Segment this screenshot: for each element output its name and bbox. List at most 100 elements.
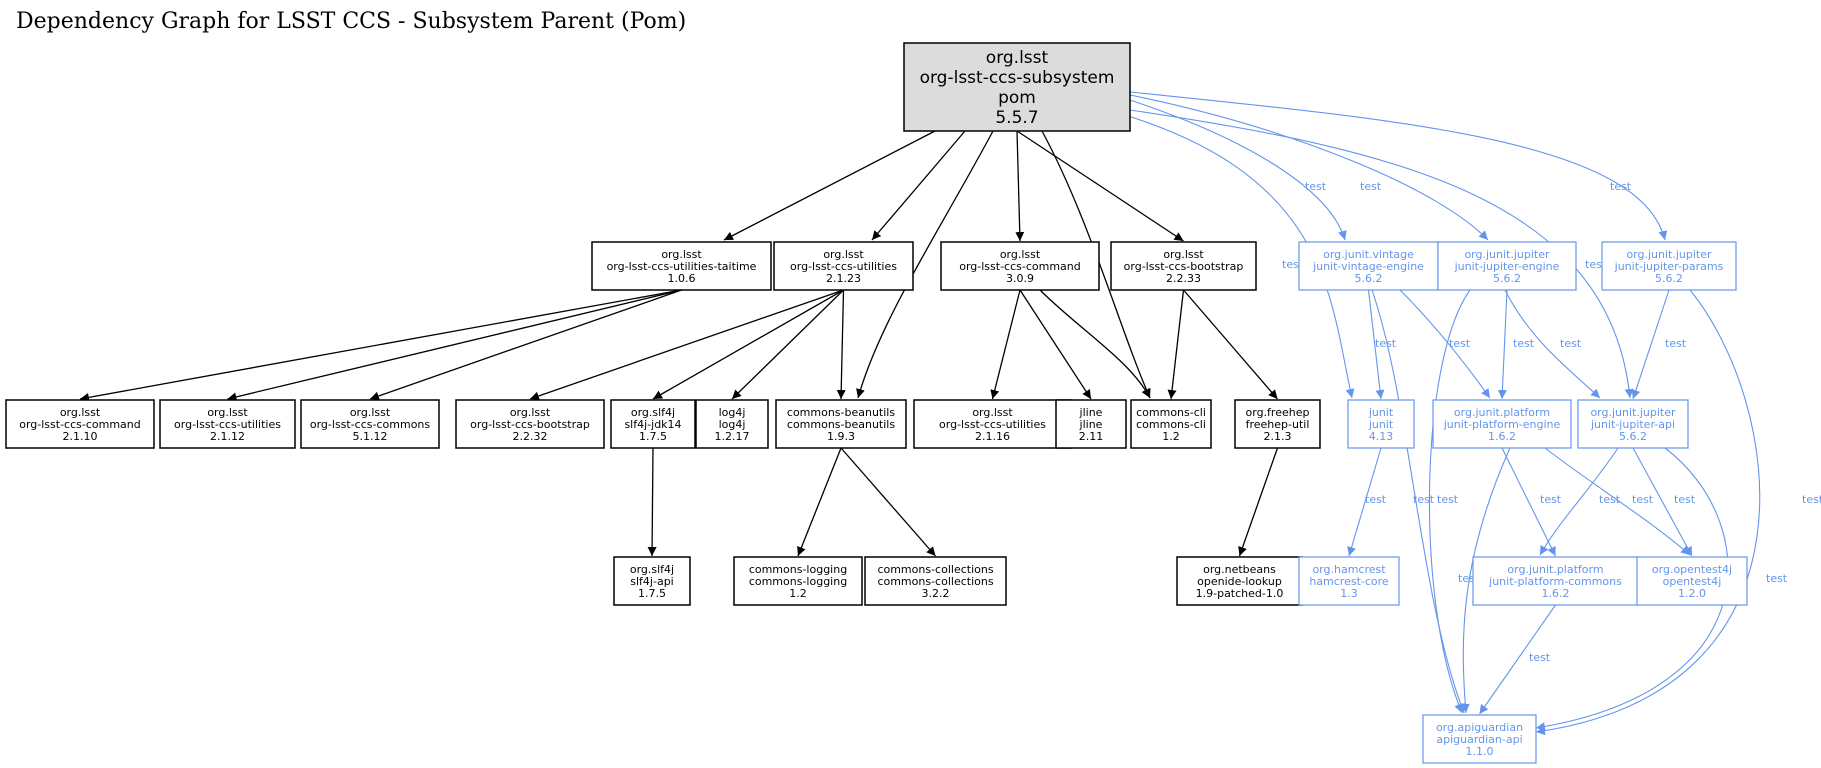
node-label-juparams-line-0: org.junit.jupiter <box>1626 248 1712 261</box>
edge-label-vintage-to-apiguardian: test <box>1413 493 1435 506</box>
node-label-beanutils-line-1: commons-beanutils <box>787 418 895 431</box>
node-label-hamcrest-line-1: hamcrest-core <box>1309 575 1389 588</box>
node-label-jupeng-line-1: junit-jupiter-engine <box>1454 260 1560 273</box>
edge-cmd309-to-jline <box>1019 289 1092 400</box>
edge-junit-to-hamcrest <box>1347 447 1382 557</box>
node-box-cmd309 <box>940 241 1100 291</box>
node-label-util2123-line-2: 2.1.23 <box>826 272 861 285</box>
node-label-cmd309-line-0: org.lsst <box>1000 248 1041 261</box>
edge-root-to-beanutils <box>856 130 994 399</box>
edge-beanutils-to-logging <box>797 447 842 557</box>
node-label-freehep-line-2: 2.1.3 <box>1264 430 1292 443</box>
node-box-util2112 <box>159 399 296 449</box>
node-label-cmd2110-line-0: org.lsst <box>60 406 101 419</box>
node-label-taitime-line-1: org-lsst-ccs-utilities-taitime <box>607 260 757 273</box>
node-label-root-line-2: pom <box>998 88 1036 108</box>
node-box-juparams <box>1601 241 1737 291</box>
edge-platcommons-to-apiguardian <box>1479 604 1556 715</box>
node-label-juparams-line-2: 5.6.2 <box>1655 272 1683 285</box>
edge-label-jupapi-to-apiguardian: test <box>1766 572 1788 585</box>
edge-boot2233-to-cli <box>1167 289 1185 400</box>
edge-label-root-to-vintage: test <box>1305 180 1327 193</box>
node-label-logging-line-2: 1.2 <box>789 587 807 600</box>
node-label-util2116-line-1: org-lsst-ccs-utilities <box>939 418 1046 431</box>
edge-platform-to-apiguardian <box>1460 447 1511 714</box>
edge-root-to-taitime <box>723 130 936 241</box>
node-box-slf4jjdk <box>610 399 696 449</box>
node-label-apiguardian-line-1: apiguardian-api <box>1436 733 1522 746</box>
node-box-freehep <box>1234 399 1321 449</box>
node-label-freehep-line-1: freehep-util <box>1246 418 1310 431</box>
node-box-root <box>903 42 1131 132</box>
node-label-vintage-line-1: junit-vintage-engine <box>1312 260 1424 273</box>
node-box-jline <box>1055 399 1127 449</box>
edge-label-platcommons-to-apiguardian: test <box>1529 651 1551 664</box>
edge-platform-to-platcommons <box>1501 447 1556 557</box>
node-label-logging-line-0: commons-logging <box>749 563 847 576</box>
node-label-root-line-3: 5.5.7 <box>995 108 1038 128</box>
node-box-boot2232 <box>455 399 605 449</box>
node-box-junit <box>1347 399 1415 449</box>
node-box-collections <box>864 556 1007 606</box>
node-label-boot2233-line-0: org.lsst <box>1163 248 1204 261</box>
node-label-slf4japi-line-1: slf4j-api <box>630 575 673 588</box>
node-label-commons5112-line-1: org-lsst-ccs-commons <box>310 418 431 431</box>
node-box-jupeng <box>1437 241 1577 291</box>
node-label-jline-line-2: 2.11 <box>1079 430 1104 443</box>
edge-beanutils-to-collections <box>840 447 936 557</box>
node-label-util2112-line-0: org.lsst <box>207 406 248 419</box>
node-label-commons5112-line-2: 5.1.12 <box>353 430 388 443</box>
edge-root-to-jupapi <box>1129 109 1634 399</box>
edge-jupeng-to-apiguardian <box>1428 289 1471 714</box>
edge-vintage-to-platform <box>1399 289 1491 399</box>
edge-jupapi-to-platcommons <box>1539 447 1619 556</box>
node-label-openide-line-1: openide-lookup <box>1197 575 1282 588</box>
node-platcommons: org.junit.platformjunit-platform-commons… <box>1472 556 1639 606</box>
edge-taitime-to-commons5112 <box>369 289 682 401</box>
edge-freehep-to-openide <box>1238 447 1279 557</box>
node-label-jupapi-line-1: junit-jupiter-api <box>1590 418 1675 431</box>
node-label-log4j-line-1: log4j <box>719 418 746 431</box>
edge-label-juparams-to-jupapi: test <box>1665 337 1687 350</box>
node-box-opentest4j <box>1636 556 1748 606</box>
node-openide: org.netbeansopenide-lookup1.9-patched-1.… <box>1176 556 1303 606</box>
node-label-log4j-line-2: 1.2.17 <box>715 430 750 443</box>
node-label-cmd2110-line-2: 2.1.10 <box>63 430 98 443</box>
edge-label-vintage-to-junit: test <box>1375 337 1397 350</box>
node-label-jupeng-line-2: 5.6.2 <box>1493 272 1521 285</box>
node-label-apiguardian-line-2: 1.1.0 <box>1466 745 1494 758</box>
node-label-jupapi-line-2: 5.6.2 <box>1619 430 1647 443</box>
node-label-platform-line-0: org.junit.platform <box>1454 406 1550 419</box>
node-box-log4j <box>695 399 769 449</box>
node-label-util2123-line-1: org-lsst-ccs-utilities <box>790 260 897 273</box>
node-label-junit-line-0: junit <box>1368 406 1394 419</box>
edge-root-to-vintage <box>1129 99 1347 241</box>
edge-root-to-util2123 <box>871 130 966 241</box>
node-box-platform <box>1432 399 1572 449</box>
node-label-platform-line-2: 1.6.2 <box>1488 430 1516 443</box>
edge-cmd309-to-cli <box>1039 289 1151 399</box>
edge-label-root-to-jupapi: test <box>1585 258 1607 271</box>
node-label-taitime-line-0: org.lsst <box>661 248 702 261</box>
node-box-cli <box>1130 399 1212 449</box>
node-label-opentest4j-line-1: opentest4j <box>1663 575 1722 588</box>
node-box-commons5112 <box>300 399 440 449</box>
edge-label-juparams-to-apiguardian: test <box>1802 493 1821 506</box>
node-juparams: org.junit.jupiterjunit-jupiter-params5.6… <box>1601 241 1737 291</box>
node-box-slf4japi <box>613 556 691 606</box>
edge-util2123-to-boot2232 <box>529 289 844 401</box>
node-label-vintage-line-0: org.junit.vintage <box>1323 248 1414 261</box>
node-label-cli-line-0: commons-cli <box>1136 406 1206 419</box>
node-box-vintage <box>1298 241 1439 291</box>
